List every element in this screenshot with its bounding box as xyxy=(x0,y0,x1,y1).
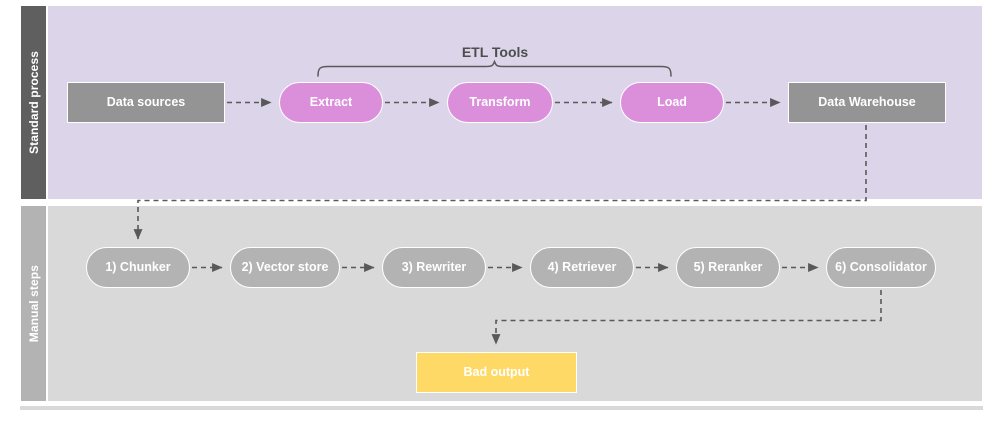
node-data-sources-label: Data sources xyxy=(106,95,186,110)
lane-label-manual-steps: Manual steps xyxy=(26,264,41,343)
node-chunker-label: 1) Chunker xyxy=(105,260,171,275)
node-transform[interactable]: Transform xyxy=(447,82,553,123)
lane-label-standard-process: Standard process xyxy=(26,51,41,154)
node-vector-store[interactable]: 2) Vector store xyxy=(230,247,340,288)
node-vector-store-label: 2) Vector store xyxy=(241,260,329,275)
node-rewriter[interactable]: 3) Rewriter xyxy=(382,247,486,288)
node-data-sources[interactable]: Data sources xyxy=(67,82,225,123)
node-consolidator[interactable]: 6) Consolidator xyxy=(826,247,936,288)
node-load[interactable]: Load xyxy=(620,82,724,123)
node-extract[interactable]: Extract xyxy=(279,82,383,123)
lane-header-standard-process: Standard process xyxy=(20,5,47,200)
node-retriever[interactable]: 4) Retriever xyxy=(530,247,634,288)
node-reranker[interactable]: 5) Reranker xyxy=(676,247,780,288)
node-data-warehouse-label: Data Warehouse xyxy=(818,95,916,110)
node-retriever-label: 4) Retriever xyxy=(547,260,617,275)
pool-bottom-divider xyxy=(20,406,983,410)
etl-tools-label: ETL Tools xyxy=(461,44,529,60)
node-transform-label: Transform xyxy=(469,95,531,110)
lane-header-manual-steps: Manual steps xyxy=(20,205,47,402)
node-chunker[interactable]: 1) Chunker xyxy=(86,247,190,288)
node-bad-output[interactable]: Bad output xyxy=(416,352,577,393)
node-data-warehouse[interactable]: Data Warehouse xyxy=(788,82,946,123)
node-rewriter-label: 3) Rewriter xyxy=(401,260,467,275)
node-consolidator-label: 6) Consolidator xyxy=(835,260,927,275)
node-bad-output-label: Bad output xyxy=(463,365,530,380)
node-load-label: Load xyxy=(657,95,687,110)
node-reranker-label: 5) Reranker xyxy=(693,260,763,275)
node-extract-label: Extract xyxy=(309,95,353,110)
